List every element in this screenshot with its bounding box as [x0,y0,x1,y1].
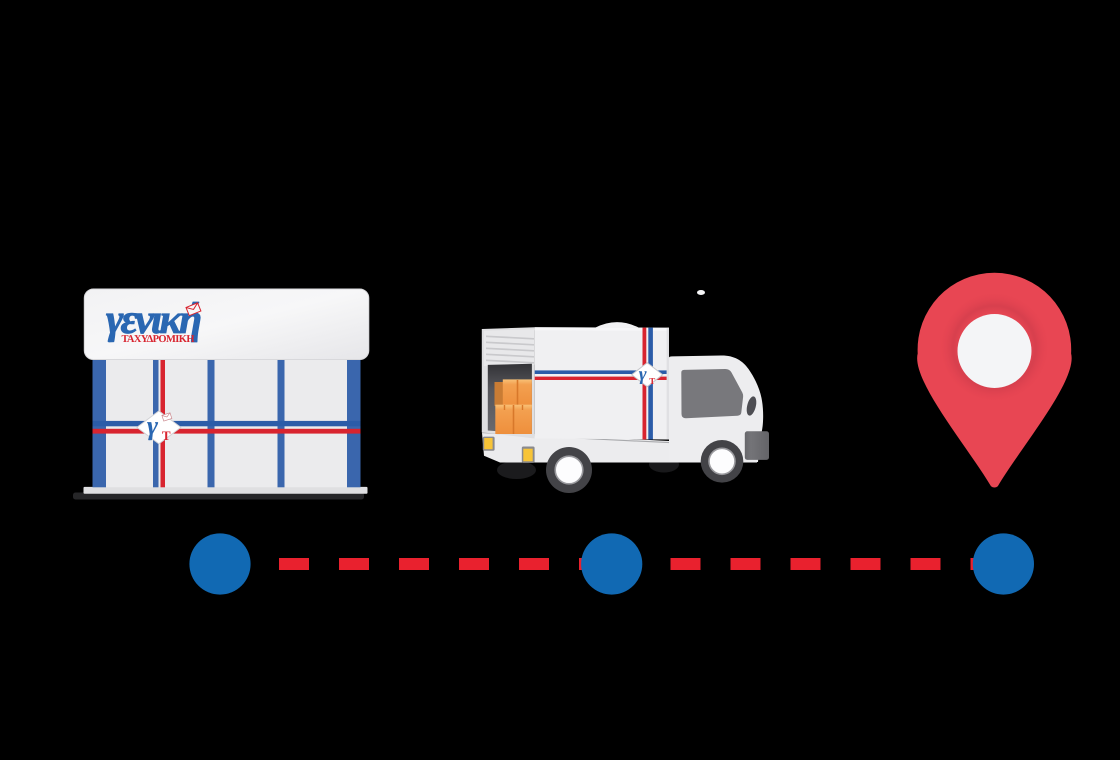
svg-text:T: T [162,428,171,443]
svg-text:ΤΑΧΥΔΡΟΜΙΚΗ: ΤΑΧΥΔΡΟΜΙΚΗ [122,334,195,345]
svg-text:γ: γ [147,410,159,440]
svg-text:γενική: γενική [106,297,202,343]
svg-text:T: T [649,376,655,386]
svg-text:γ: γ [639,364,647,385]
